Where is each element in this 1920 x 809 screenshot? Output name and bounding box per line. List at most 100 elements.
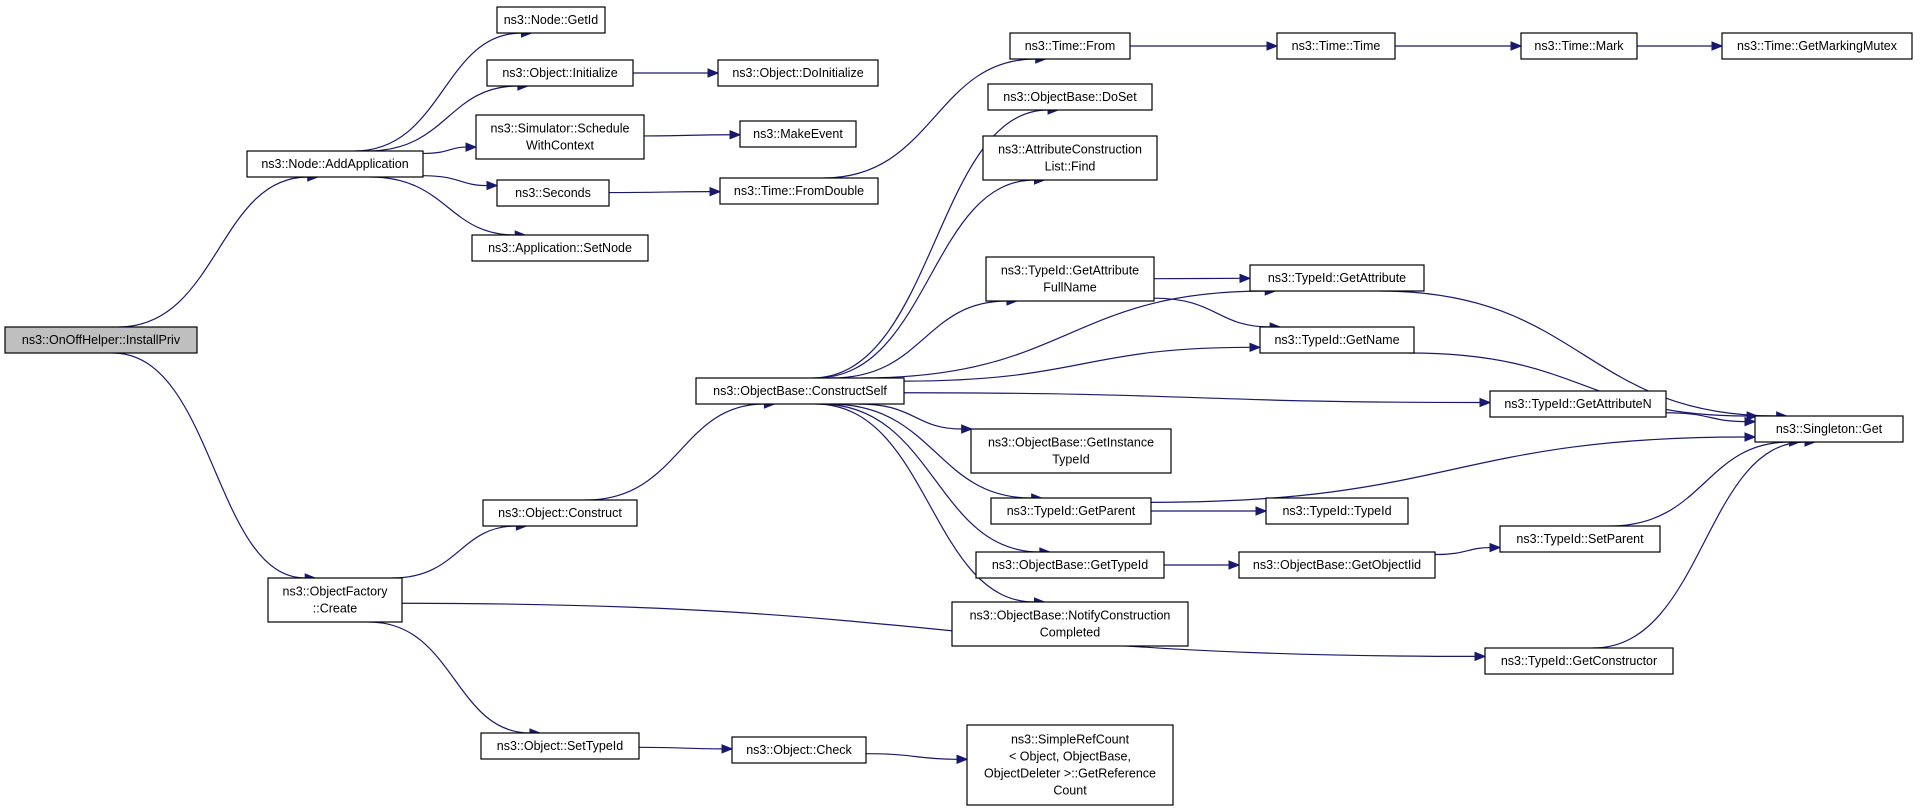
node-box <box>719 177 879 205</box>
arrowhead-icon <box>956 754 969 765</box>
node-object-construct[interactable]: ns3::Object::Construct <box>482 499 638 527</box>
edge-object-set-type-id-to-object-check <box>638 744 734 754</box>
node-object-check[interactable]: ns3::Object::Check <box>731 736 867 764</box>
edge-line <box>858 403 962 430</box>
arrowhead-icon <box>1255 506 1268 516</box>
node-label: ns3::ObjectBase::GetObjectIid <box>1253 558 1421 572</box>
node-type-id-get-attribute[interactable]: ns3::TypeId::GetAttribute <box>1249 264 1425 292</box>
node-box <box>1276 32 1396 60</box>
node-seconds[interactable]: ns3::Seconds <box>496 179 610 207</box>
node-object-factory-create[interactable]: ns3::ObjectFactory::Create <box>267 577 403 623</box>
edge-line <box>1150 436 1746 503</box>
node-label: ns3::Object::Check <box>746 743 852 757</box>
node-label: ::Create <box>313 602 358 616</box>
node-get-marking-mutex[interactable]: ns3::Time::GetMarkingMutex <box>1721 32 1913 60</box>
arrowhead-icon <box>1489 542 1502 553</box>
node-box <box>471 234 649 262</box>
edge-line <box>401 602 1476 657</box>
edge-get-attribute-full-name-to-type-id-get-name <box>1153 297 1282 332</box>
edge-object-base-get-type-id-to-get-object-iid <box>1163 560 1241 570</box>
edge-type-id-get-attribute-n-to-singleton-get <box>1665 412 1757 427</box>
node-label: ns3::Node::AddApplication <box>261 157 408 171</box>
node-box <box>739 120 857 148</box>
edge-get-object-iid-to-type-id-set-parent <box>1434 542 1502 556</box>
edge-line <box>112 352 306 579</box>
node-type-id-get-name[interactable]: ns3::TypeId::GetName <box>1259 326 1415 354</box>
edge-time-from-to-time-time <box>1130 41 1279 51</box>
node-label: ns3::ObjectBase::ConstructSelf <box>713 384 887 398</box>
node-make-event[interactable]: ns3::MakeEvent <box>739 120 857 148</box>
node-construct-self[interactable]: ns3::ObjectBase::ConstructSelf <box>695 377 905 405</box>
node-box <box>496 179 610 207</box>
node-label: ns3::ObjectBase::GetTypeId <box>992 558 1148 572</box>
node-time-time[interactable]: ns3::Time::Time <box>1276 32 1396 60</box>
node-do-set[interactable]: ns3::ObjectBase::DoSet <box>987 83 1153 111</box>
edge-add-application-to-simulator-schedule <box>422 142 478 155</box>
node-object-do-initialize[interactable]: ns3::Object::DoInitialize <box>717 59 879 87</box>
edge-line <box>823 58 1036 179</box>
arrowhead-icon <box>1239 273 1252 284</box>
node-object-base-get-type-id[interactable]: ns3::ObjectBase::GetTypeId <box>975 551 1165 579</box>
edge-add-application-to-seconds <box>422 175 499 191</box>
node-type-id-type-id[interactable]: ns3::TypeId::TypeId <box>1265 497 1409 525</box>
node-time-mark[interactable]: ns3::Time::Mark <box>1520 32 1638 60</box>
node-label: ns3::Time::Time <box>1292 39 1381 53</box>
edge-line <box>815 179 1035 379</box>
arrowhead-icon <box>1510 41 1523 51</box>
node-type-id-set-parent[interactable]: ns3::TypeId::SetParent <box>1499 525 1661 553</box>
node-box <box>1754 415 1904 443</box>
node-label: ns3::Simulator::Schedule <box>491 122 630 136</box>
edge-line <box>638 746 723 750</box>
node-time-from[interactable]: ns3::Time::From <box>1009 32 1131 60</box>
node-type-id-get-attribute-n[interactable]: ns3::TypeId::GetAttributeN <box>1489 390 1667 418</box>
node-box <box>4 326 198 354</box>
node-notify-construction[interactable]: ns3::ObjectBase::NotifyConstructionCompl… <box>951 601 1189 647</box>
node-label: Completed <box>1040 626 1100 640</box>
edge-type-id-get-name-to-singleton-get <box>1408 352 1759 421</box>
node-application-set-node[interactable]: ns3::Application::SetNode <box>471 234 649 262</box>
node-label: ns3::ObjectBase::GetInstance <box>988 436 1154 450</box>
node-box <box>480 732 640 760</box>
node-label: ns3::Seconds <box>515 186 591 200</box>
node-object-set-type-id[interactable]: ns3::Object::SetTypeId <box>480 732 640 760</box>
node-label: WithContext <box>526 139 595 153</box>
node-singleton-get[interactable]: ns3::Singleton::Get <box>1754 415 1904 443</box>
node-add-application[interactable]: ns3::Node::AddApplication <box>246 150 424 178</box>
arrowhead-icon <box>1479 397 1492 408</box>
edge-line <box>1665 412 1746 423</box>
arrowhead-icon <box>486 180 499 191</box>
edge-install-priv-to-add-application <box>118 172 320 328</box>
node-box <box>975 551 1165 579</box>
node-label: ObjectDeleter >::GetReference <box>984 767 1156 781</box>
node-label: ns3::TypeId::GetConstructor <box>1501 654 1657 668</box>
node-time-from-double[interactable]: ns3::Time::FromDouble <box>719 177 879 205</box>
edge-line <box>118 176 308 328</box>
node-install-priv[interactable]: ns3::OnOffHelper::InstallPriv <box>4 326 198 354</box>
node-box <box>1484 647 1674 675</box>
node-get-id[interactable]: ns3::Node::GetId <box>496 6 606 34</box>
node-type-id-get-constructor[interactable]: ns3::TypeId::GetConstructor <box>1484 647 1674 675</box>
node-get-object-iid[interactable]: ns3::ObjectBase::GetObjectIid <box>1238 551 1436 579</box>
node-simple-ref-count[interactable]: ns3::SimpleRefCount< Object, ObjectBase,… <box>966 724 1174 806</box>
node-object-initialize[interactable]: ns3::Object::Initialize <box>486 59 634 87</box>
node-box <box>1499 525 1661 553</box>
edge-line <box>829 403 1032 499</box>
node-type-id-get-parent[interactable]: ns3::TypeId::GetParent <box>990 497 1152 525</box>
edge-object-factory-create-to-type-id-get-constructor <box>401 602 1487 662</box>
node-label: ns3::Time::FromDouble <box>734 184 864 198</box>
arrowhead-icon <box>1711 41 1724 51</box>
arrowhead-icon <box>465 142 478 152</box>
edge-line <box>368 621 530 734</box>
edge-line <box>1408 352 1748 417</box>
node-box <box>985 256 1155 302</box>
node-box <box>246 150 424 178</box>
edge-line <box>1153 297 1271 328</box>
node-label: ns3::TypeId::GetAttribute <box>1268 271 1406 285</box>
arrowhead-icon <box>1474 651 1487 662</box>
edge-line <box>1434 546 1491 556</box>
edge-line <box>369 176 516 236</box>
